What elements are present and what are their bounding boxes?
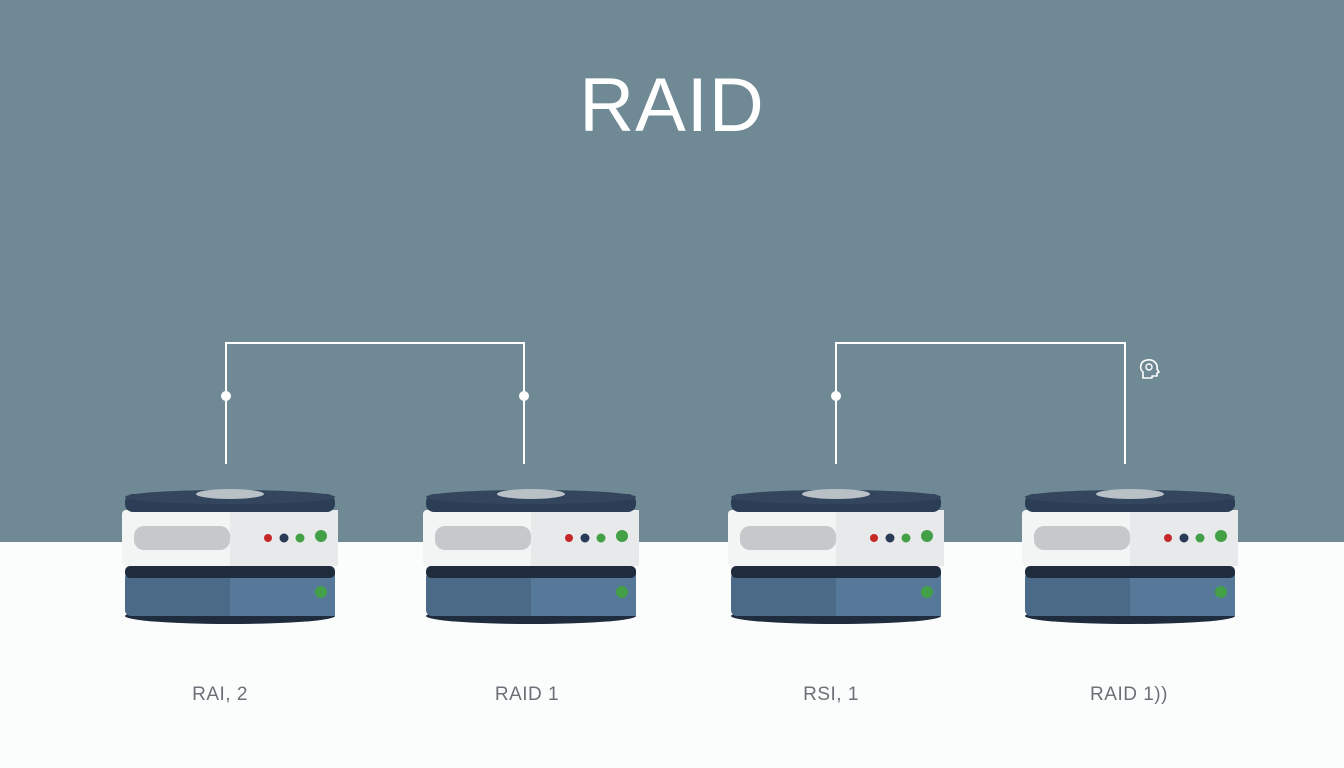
drive-label: RAID 1)): [1090, 684, 1168, 705]
hard-drive-icon: [122, 488, 338, 628]
hard-drive-icon: [423, 488, 639, 628]
connector-node: [831, 391, 841, 401]
connector-node: [221, 391, 231, 401]
head-gear-icon: [1139, 359, 1160, 379]
hard-drive-icon: [728, 488, 944, 628]
drive-label: RAID 1: [494, 684, 560, 705]
diagram-title: RAID: [579, 63, 765, 148]
drive-label: RAI, 2: [192, 684, 248, 705]
drive-label: RSI, 1: [803, 684, 859, 705]
connector-left: [225, 342, 525, 464]
background-top: [0, 0, 1344, 542]
connector-node: [519, 391, 529, 401]
hard-drive-icon: [1022, 488, 1238, 628]
connector-right: [835, 342, 1126, 464]
